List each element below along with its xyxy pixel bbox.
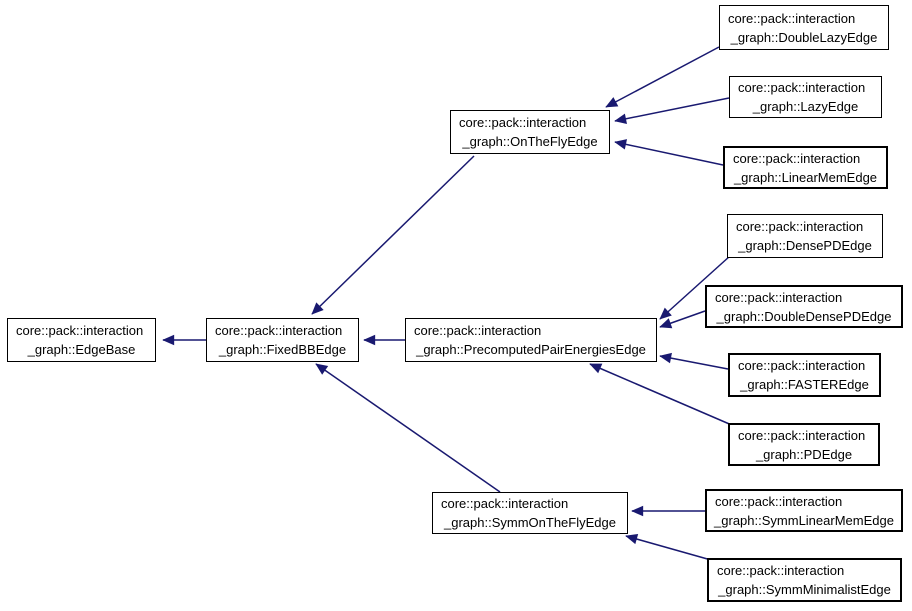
node-label: _graph::SymmOnTheFlyEdge bbox=[444, 515, 616, 530]
node-label: _graph::DensePDEdge bbox=[738, 238, 872, 253]
node-double-dense-pd-edge[interactable]: core::pack::interaction _graph::DoubleDe… bbox=[705, 285, 903, 328]
edge-doublelazyedge-to-ontheflyedge bbox=[605, 46, 720, 108]
node-faster-edge[interactable]: core::pack::interaction _graph::FASTEREd… bbox=[728, 353, 881, 397]
node-fixed-bb-edge[interactable]: core::pack::interaction _graph::FixedBBE… bbox=[206, 318, 359, 362]
edge-symmontheflyedge-to-fixedbbedge bbox=[315, 363, 501, 493]
node-label: _graph::LazyEdge bbox=[752, 99, 859, 114]
node-symm-minimalist-edge[interactable]: core::pack::interaction _graph::SymmMini… bbox=[707, 558, 902, 602]
node-label: _graph::OnTheFlyEdge bbox=[462, 134, 598, 149]
edge-linearmemedge-to-ontheflyedge bbox=[614, 139, 724, 166]
node-label: core::pack::interaction bbox=[215, 323, 343, 338]
node-label: core::pack::interaction bbox=[736, 219, 864, 234]
node-on-the-fly-edge[interactable]: core::pack::interaction _graph::OnTheFly… bbox=[450, 110, 610, 154]
node-label: _graph::FASTEREdge bbox=[740, 377, 869, 392]
node-label: core::pack::interaction bbox=[738, 80, 866, 95]
node-label: _graph::EdgeBase bbox=[27, 342, 136, 357]
node-label: _graph::LinearMemEdge bbox=[733, 169, 878, 185]
edge-fasteredge-to-precomputedpairenergiesedge bbox=[659, 352, 729, 370]
node-label: core::pack::interaction bbox=[414, 323, 542, 338]
node-label: _graph::DoubleLazyEdge bbox=[730, 29, 878, 45]
node-label: core::pack::interaction bbox=[728, 10, 856, 26]
node-label: _graph::FixedBBEdge bbox=[218, 342, 347, 357]
node-linear-mem-edge[interactable]: core::pack::interaction _graph::LinearMe… bbox=[723, 146, 888, 189]
node-label: core::pack::interaction bbox=[733, 150, 861, 166]
edge-pdedge-to-precomputedpairenergiesedge bbox=[589, 363, 735, 427]
node-label: _graph::DoubleDensePDEdge bbox=[716, 308, 892, 324]
node-label: core::pack::interaction bbox=[441, 496, 569, 511]
node-label: _graph::PrecomputedPairEnergiesEdge bbox=[416, 342, 646, 357]
node-label: core::pack::interaction bbox=[16, 323, 144, 338]
node-pd-edge[interactable]: core::pack::interaction _graph::PDEdge bbox=[728, 423, 880, 466]
node-label: _graph::SymmMinimalistEdge bbox=[718, 582, 891, 597]
node-label: core::pack::interaction bbox=[715, 493, 843, 509]
node-lazy-edge[interactable]: core::pack::interaction _graph::LazyEdge bbox=[729, 76, 882, 118]
node-label: core::pack::interaction bbox=[715, 289, 843, 305]
node-symm-on-the-fly-edge[interactable]: core::pack::interaction _graph::SymmOnTh… bbox=[432, 492, 628, 534]
node-dense-pd-edge[interactable]: core::pack::interaction _graph::DensePDE… bbox=[727, 214, 883, 258]
node-double-lazy-edge[interactable]: core::pack::interaction _graph::DoubleLa… bbox=[719, 5, 889, 50]
node-edge-base[interactable]: core::pack::interaction _graph::EdgeBase bbox=[7, 318, 156, 362]
node-label: _graph::SymmLinearMemEdge bbox=[714, 512, 894, 528]
edge-ontheflyedge-to-fixedbbedge bbox=[311, 155, 475, 315]
edge-symmminimalistedge-to-symmontheflyedge bbox=[625, 533, 712, 561]
node-label: core::pack::interaction bbox=[459, 115, 587, 130]
edge-densepdedge-to-precomputedpairenergiesedge bbox=[659, 255, 731, 320]
node-label: core::pack::interaction bbox=[738, 358, 866, 373]
node-symm-linear-mem-edge[interactable]: core::pack::interaction _graph::SymmLine… bbox=[705, 489, 903, 532]
node-precomputed-pair-energies-edge[interactable]: core::pack::interaction _graph::Precompu… bbox=[405, 318, 657, 362]
edge-lazyedge-to-ontheflyedge bbox=[614, 97, 730, 124]
edge-doubledensepdedge-to-precomputedpairenergiesedge bbox=[659, 310, 706, 329]
node-label: core::pack::interaction bbox=[717, 563, 845, 578]
node-label: core::pack::interaction bbox=[738, 427, 866, 443]
node-label: _graph::PDEdge bbox=[755, 446, 853, 462]
